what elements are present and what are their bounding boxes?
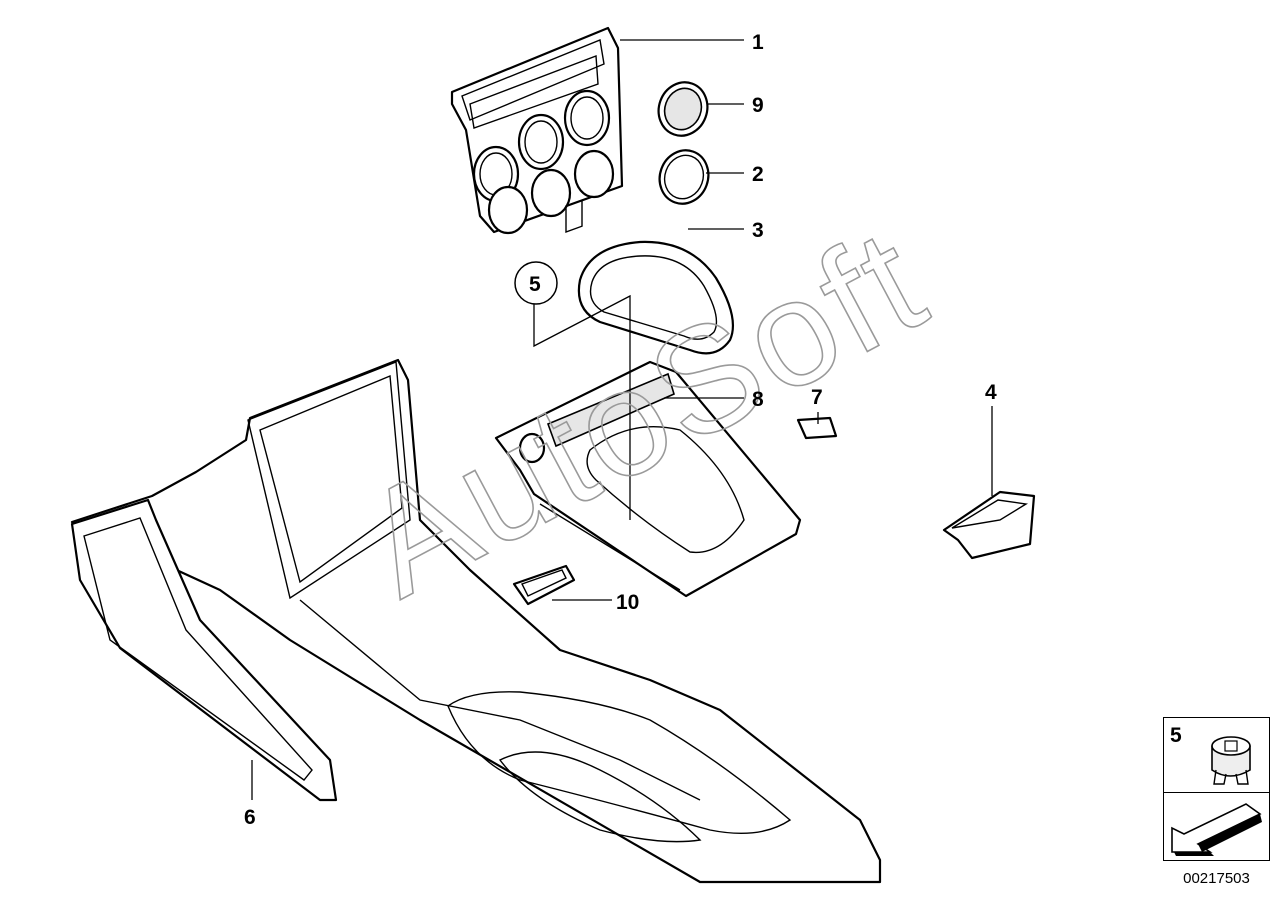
- part-6-side-trim: [70, 498, 338, 802]
- callout-7: 7: [811, 386, 823, 409]
- clip-fastener-icon: [1211, 736, 1251, 785]
- callout-5: 5: [529, 273, 541, 296]
- callout-6: 6: [244, 806, 256, 829]
- document-id: 00217503: [1183, 870, 1250, 887]
- legend-divider: [1164, 792, 1269, 793]
- part-10-insert: [512, 564, 576, 606]
- callout-9: 9: [752, 94, 764, 117]
- callout-1: 1: [752, 31, 764, 54]
- leader-lines: [251, 39, 993, 800]
- callout-10: 10: [616, 591, 639, 614]
- part-4-storage-tray: [942, 490, 1036, 560]
- part-8-switch-panel: [494, 199, 802, 598]
- legend-box: 5: [1163, 717, 1270, 861]
- part-9-trim-ring: [657, 81, 709, 137]
- callout-5-circle: [514, 261, 558, 305]
- callout-4: 4: [985, 381, 997, 404]
- callout-3: 3: [752, 219, 764, 242]
- arrow-icon: [1171, 803, 1262, 856]
- part-1-center-panel: [450, 26, 624, 235]
- console-body: [70, 358, 882, 884]
- legend-part-number: 5: [1170, 724, 1182, 747]
- callout-2: 2: [752, 163, 764, 186]
- part-7-cover: [796, 416, 838, 440]
- callout-8: 8: [752, 388, 764, 411]
- part-3-shift-frame: [577, 240, 734, 355]
- part-2-trim-ring: [658, 149, 710, 205]
